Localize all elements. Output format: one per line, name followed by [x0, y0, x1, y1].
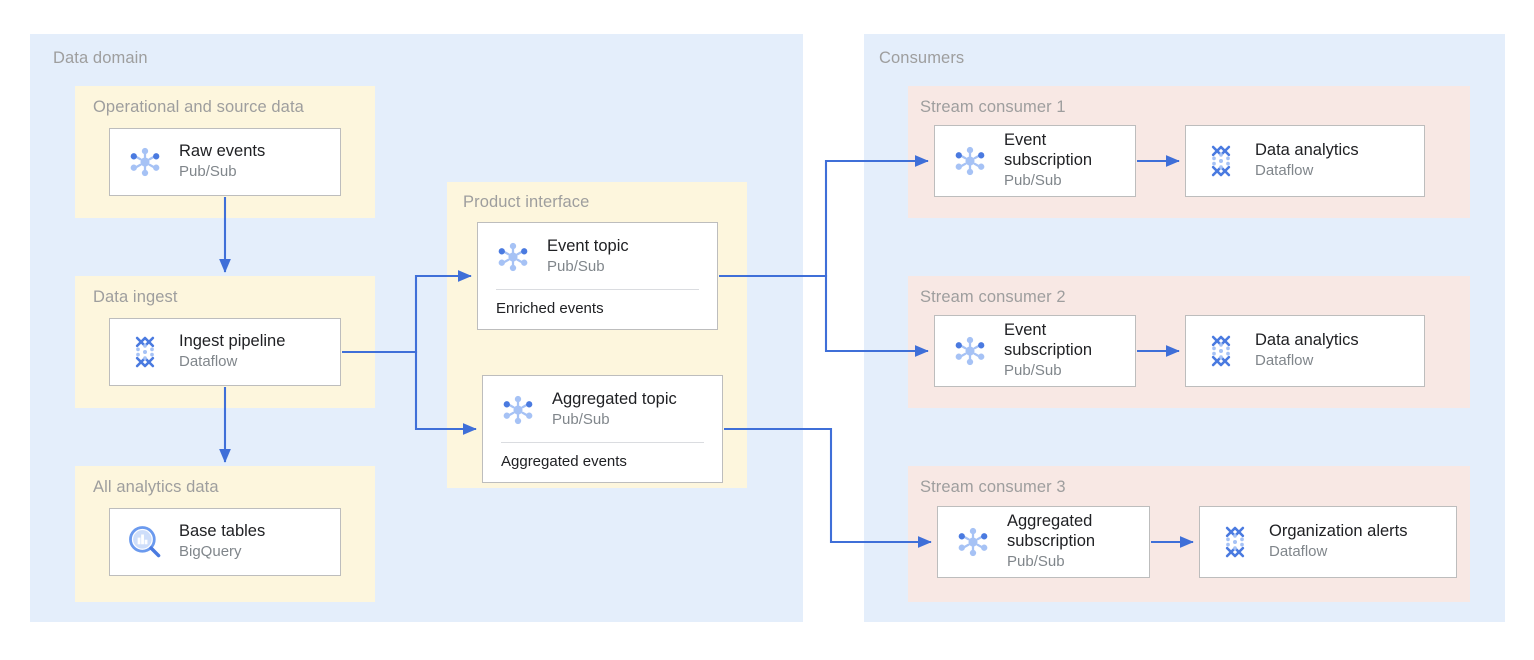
card-ingest-pipeline-title: Ingest pipeline — [179, 332, 286, 351]
card-consumer-2-data-analytics-text: Data analytics Dataflow — [1255, 331, 1359, 371]
card-consumer-3-organization-alerts-title: Organization alerts — [1269, 522, 1408, 541]
card-ingest-pipeline-subtitle: Dataflow — [179, 353, 238, 371]
card-consumer-2-data-analytics-subtitle: Dataflow — [1255, 352, 1314, 370]
pubsub-icon — [955, 336, 985, 366]
card-aggregated-topic-title: Aggregated topic — [552, 390, 677, 409]
group-stream-consumer-2-title: Stream consumer 2 — [920, 288, 1066, 306]
group-stream-consumer-1-title: Stream consumer 1 — [920, 98, 1066, 116]
group-operational-and-source-data-title: Operational and source data — [93, 98, 304, 116]
pubsub-icon — [955, 146, 985, 176]
card-raw-events[interactable]: Raw events Pub/Sub — [109, 128, 341, 196]
card-event-topic[interactable]: Event topic Pub/Sub Enriched events — [477, 222, 718, 330]
card-raw-events-main: Raw events Pub/Sub — [110, 141, 340, 183]
card-consumer-1-data-analytics-title: Data analytics — [1255, 141, 1359, 160]
card-event-topic-text: Event topic Pub/Sub — [547, 237, 629, 277]
card-event-topic-main: Event topic Pub/Sub — [478, 236, 717, 278]
panel-consumers-title: Consumers — [879, 49, 965, 67]
card-event-topic-divider — [496, 289, 699, 290]
card-consumer-1-data-analytics-main: Data analytics Dataflow — [1186, 140, 1424, 182]
card-base-tables-main: Base tables BigQuery — [110, 521, 340, 563]
card-base-tables-title: Base tables — [179, 522, 266, 541]
card-consumer-3-organization-alerts-main: Organization alerts Dataflow — [1200, 521, 1456, 563]
card-raw-events-title: Raw events — [179, 142, 266, 161]
card-aggregated-topic[interactable]: Aggregated topic Pub/Sub Aggregated even… — [482, 375, 723, 483]
dataflow-icon — [135, 336, 155, 368]
card-event-topic-footer: Enriched events — [496, 300, 604, 317]
card-consumer-2-event-subscription-title: Event subscription — [1004, 321, 1093, 360]
card-consumer-2-event-subscription-main: Event subscription Pub/Sub — [935, 321, 1135, 380]
card-ingest-pipeline[interactable]: Ingest pipeline Dataflow — [109, 318, 341, 386]
card-consumer-2-data-analytics[interactable]: Data analytics Dataflow — [1185, 315, 1425, 387]
panel-data-domain-title: Data domain — [53, 49, 148, 67]
card-consumer-2-event-subscription-subtitle: Pub/Sub — [1004, 361, 1062, 379]
card-consumer-3-organization-alerts-text: Organization alerts Dataflow — [1269, 522, 1408, 562]
card-consumer-1-event-subscription-subtitle: Pub/Sub — [1004, 171, 1062, 189]
card-consumer-1-event-subscription-text: Event subscription Pub/Sub — [1004, 131, 1092, 190]
card-consumer-1-event-subscription-main: Event subscription Pub/Sub — [935, 131, 1135, 190]
card-consumer-2-event-subscription-text: Event subscription Pub/Sub — [1004, 321, 1092, 380]
card-consumer-2-data-analytics-title: Data analytics — [1255, 331, 1359, 350]
card-raw-events-subtitle: Pub/Sub — [179, 163, 237, 181]
pubsub-icon — [130, 147, 160, 177]
pubsub-icon — [503, 395, 533, 425]
card-consumer-3-aggregated-subscription-text: Aggregated subscription Pub/Sub — [1007, 512, 1095, 571]
group-product-interface-title: Product interface — [463, 193, 590, 211]
card-base-tables-subtitle: BigQuery — [179, 543, 242, 561]
card-ingest-pipeline-main: Ingest pipeline Dataflow — [110, 331, 340, 373]
card-aggregated-topic-text: Aggregated topic Pub/Sub — [552, 390, 677, 430]
card-aggregated-topic-footer: Aggregated events — [501, 453, 627, 470]
card-consumer-1-data-analytics[interactable]: Data analytics Dataflow — [1185, 125, 1425, 197]
group-all-analytics-data-title: All analytics data — [93, 478, 219, 496]
card-ingest-pipeline-text: Ingest pipeline Dataflow — [179, 332, 285, 372]
pubsub-icon — [958, 527, 988, 557]
card-aggregated-topic-divider — [501, 442, 704, 443]
card-consumer-3-organization-alerts[interactable]: Organization alerts Dataflow — [1199, 506, 1457, 578]
card-consumer-3-aggregated-subscription-main: Aggregated subscription Pub/Sub — [938, 512, 1149, 571]
pubsub-icon — [498, 242, 528, 272]
dataflow-icon — [1211, 335, 1231, 367]
card-raw-events-text: Raw events Pub/Sub — [179, 142, 265, 182]
dataflow-icon — [1211, 145, 1231, 177]
card-aggregated-topic-main: Aggregated topic Pub/Sub — [483, 389, 722, 431]
card-consumer-2-event-subscription[interactable]: Event subscription Pub/Sub — [934, 315, 1136, 387]
card-consumer-1-event-subscription-title: Event subscription — [1004, 131, 1093, 170]
card-base-tables[interactable]: Base tables BigQuery — [109, 508, 341, 576]
card-event-topic-title: Event topic — [547, 237, 629, 256]
card-consumer-3-aggregated-subscription-subtitle: Pub/Sub — [1007, 552, 1065, 570]
card-consumer-1-data-analytics-text: Data analytics Dataflow — [1255, 141, 1359, 181]
card-consumer-1-event-subscription[interactable]: Event subscription Pub/Sub — [934, 125, 1136, 197]
card-consumer-2-data-analytics-main: Data analytics Dataflow — [1186, 330, 1424, 372]
group-stream-consumer-3-title: Stream consumer 3 — [920, 478, 1066, 496]
dataflow-icon — [1225, 526, 1245, 558]
group-data-ingest-title: Data ingest — [93, 288, 178, 306]
card-aggregated-topic-subtitle: Pub/Sub — [552, 411, 610, 429]
bigquery-icon — [129, 526, 161, 558]
card-event-topic-subtitle: Pub/Sub — [547, 258, 605, 276]
card-consumer-3-aggregated-subscription[interactable]: Aggregated subscription Pub/Sub — [937, 506, 1150, 578]
card-consumer-3-aggregated-subscription-title: Aggregated subscription — [1007, 512, 1096, 551]
card-base-tables-text: Base tables BigQuery — [179, 522, 265, 562]
card-consumer-3-organization-alerts-subtitle: Dataflow — [1269, 543, 1328, 561]
card-consumer-1-data-analytics-subtitle: Dataflow — [1255, 162, 1314, 180]
